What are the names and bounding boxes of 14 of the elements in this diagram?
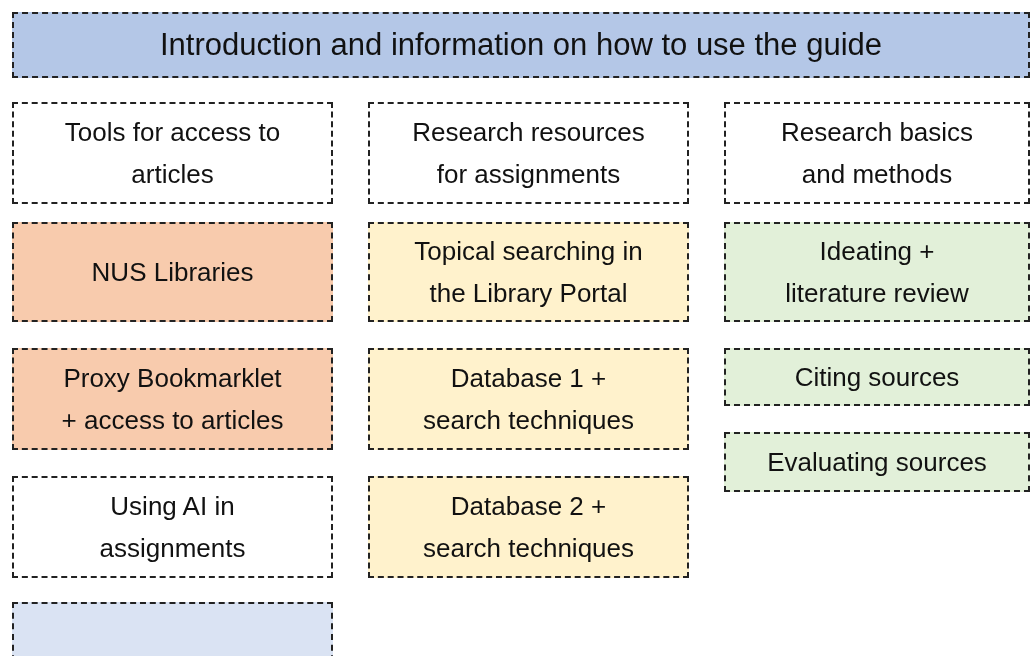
topic-box: Using AI in assignments	[12, 476, 333, 578]
topic-box: Topical searching in the Library Portal	[368, 222, 689, 322]
column-heading-box: Tools for access to articles	[12, 102, 333, 204]
column-heading-box: Research resources for assignments	[368, 102, 689, 204]
topic-box: Database 1 + search techniques	[368, 348, 689, 450]
topic-box: NUS Libraries	[12, 222, 333, 322]
topic-box: Ideating + literature review	[724, 222, 1030, 322]
topic-box: Proxy Bookmarklet + access to articles	[12, 348, 333, 450]
topic-box: Citing sources	[724, 348, 1030, 406]
topic-box: Evaluating sources	[724, 432, 1030, 492]
header-banner: Introduction and information on how to use the guide	[12, 12, 1030, 78]
topic-box: Database 2 + search techniques	[368, 476, 689, 578]
empty-box	[12, 602, 333, 656]
column-heading-box: Research basics and methods	[724, 102, 1030, 204]
